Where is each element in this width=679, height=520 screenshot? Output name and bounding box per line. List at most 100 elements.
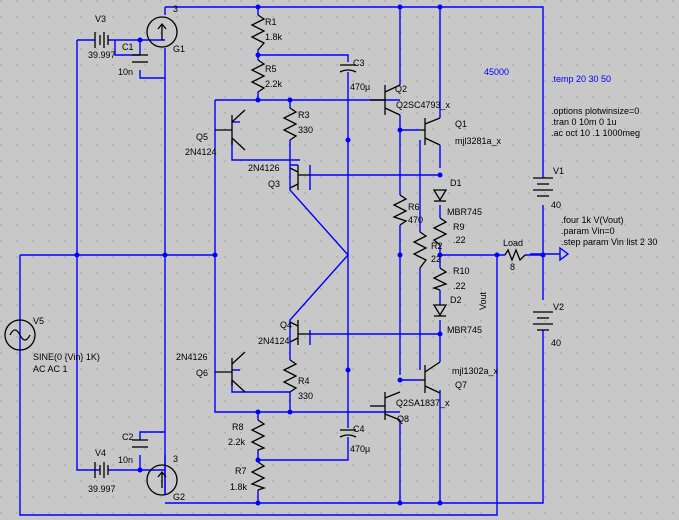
q5-name: Q5 bbox=[196, 132, 208, 142]
diode-d2[interactable] bbox=[432, 304, 448, 317]
c3-name: C3 bbox=[353, 58, 365, 68]
v3-name: V3 bbox=[95, 14, 106, 24]
r8-name: R8 bbox=[232, 422, 244, 432]
resistor-r6[interactable] bbox=[392, 194, 408, 226]
q4-value: 2N4124 bbox=[258, 336, 290, 346]
q3-value: 2N4126 bbox=[248, 163, 280, 173]
r10-name: R10 bbox=[453, 266, 470, 276]
q8-value: Q2SA1837_x bbox=[396, 398, 450, 408]
q1-value: mjl3281a_x bbox=[455, 136, 502, 146]
r2-name: R2 bbox=[431, 241, 443, 251]
wires bbox=[19, 6, 560, 516]
directive-tran: .tran 0 10m 0 1u bbox=[551, 117, 617, 127]
capacitor-c3[interactable] bbox=[339, 64, 357, 73]
q7-value: mjl1302a_x bbox=[452, 366, 499, 376]
r8-value: 2.2k bbox=[228, 437, 246, 447]
transistor-q3[interactable] bbox=[289, 165, 310, 190]
resistor-load[interactable] bbox=[504, 248, 526, 262]
directive-four: .four 1k V(Vout) bbox=[561, 215, 624, 225]
v5-value: SINE(0 {Vin} 1K) bbox=[33, 352, 100, 362]
r7-name: R7 bbox=[235, 466, 247, 476]
r3-value: 330 bbox=[298, 125, 313, 135]
capacitor-c4[interactable] bbox=[339, 429, 357, 438]
r6-name: R6 bbox=[408, 202, 420, 212]
transistor-q1[interactable] bbox=[420, 117, 441, 146]
resistor-r3[interactable] bbox=[282, 107, 298, 141]
resistor-r2[interactable] bbox=[412, 231, 428, 269]
current-source-g1[interactable] bbox=[146, 16, 178, 48]
resistor-r5[interactable] bbox=[250, 59, 266, 93]
v1-value: 40 bbox=[551, 200, 561, 210]
c1-name: C1 bbox=[122, 42, 134, 52]
r7-value: 1.8k bbox=[230, 482, 248, 492]
capacitor-c1[interactable] bbox=[132, 54, 148, 63]
resistor-r7[interactable] bbox=[250, 461, 267, 491]
q8-name: Q8 bbox=[397, 414, 409, 424]
q2-value: Q2SC4793_x bbox=[396, 100, 451, 110]
d1-value: MBR745 bbox=[447, 207, 482, 217]
output-port-arrow bbox=[559, 246, 570, 262]
junction-dots bbox=[74, 4, 546, 506]
r6-value: 470 bbox=[408, 215, 423, 225]
resistor-r4[interactable] bbox=[282, 359, 298, 393]
r10-value: .22 bbox=[453, 281, 466, 291]
q5-value: 2N4124 bbox=[185, 147, 217, 157]
g1-name: G1 bbox=[173, 44, 185, 54]
c2-name: C2 bbox=[122, 432, 134, 442]
c3-value: 470µ bbox=[350, 82, 370, 92]
q6-value: 2N4126 bbox=[176, 352, 208, 362]
directive-ac: .ac oct 10 .1 1000meg bbox=[551, 128, 640, 138]
c4-name: C4 bbox=[353, 424, 365, 434]
battery-v2[interactable] bbox=[533, 311, 553, 331]
q1-name: Q1 bbox=[455, 119, 467, 129]
capacitor-c2[interactable] bbox=[132, 439, 148, 448]
battery-v1[interactable] bbox=[533, 177, 553, 197]
v5-ac: AC AC 1 bbox=[33, 364, 68, 374]
r4-name: R4 bbox=[298, 376, 310, 386]
q4-name: Q4 bbox=[280, 320, 292, 330]
directive-temp: .temp 20 30 50 bbox=[551, 74, 611, 84]
v2-value: 40 bbox=[551, 338, 561, 348]
resistor-r10[interactable] bbox=[431, 267, 448, 291]
r1-value: 1.8k bbox=[265, 32, 283, 42]
diode-d1[interactable] bbox=[432, 189, 448, 202]
battery-v4[interactable] bbox=[94, 462, 109, 478]
resistor-r1[interactable] bbox=[250, 14, 266, 51]
v4-name: V4 bbox=[95, 448, 106, 458]
r2-value: 22 bbox=[431, 254, 441, 264]
r3-name: R3 bbox=[298, 110, 310, 120]
r9-name: R9 bbox=[453, 222, 465, 232]
transistor-q6[interactable] bbox=[215, 351, 246, 393]
transistor-q5[interactable] bbox=[215, 109, 246, 151]
r9-value: .22 bbox=[453, 235, 466, 245]
directive-step: .step param Vin list 2 30 bbox=[561, 237, 657, 247]
g2-name: G2 bbox=[173, 492, 185, 502]
resistor-r9[interactable] bbox=[432, 217, 448, 246]
sine-source-v5[interactable] bbox=[4, 319, 36, 351]
q7-name: Q7 bbox=[455, 380, 467, 390]
directive-param: .param Vin=0 bbox=[561, 226, 615, 236]
c4-value: 470µ bbox=[350, 444, 370, 454]
transistor-q7[interactable] bbox=[420, 361, 441, 394]
v5-name: V5 bbox=[33, 316, 44, 326]
current-source-g2[interactable] bbox=[146, 464, 178, 496]
v4-value: 39.997 bbox=[88, 484, 116, 494]
transistor-q4[interactable] bbox=[289, 320, 310, 345]
v1-name: V1 bbox=[553, 166, 564, 176]
v2-name: V2 bbox=[553, 302, 564, 312]
battery-v3[interactable] bbox=[94, 32, 109, 48]
vout-net-label: Vout bbox=[478, 291, 488, 310]
r4-value: 330 bbox=[298, 391, 313, 401]
c1-value: 10n bbox=[118, 67, 133, 77]
load-value: 8 bbox=[510, 262, 515, 272]
directive-options: .options plotwinsize=0 bbox=[551, 106, 639, 116]
q2-name: Q2 bbox=[395, 84, 407, 94]
transistor-q8[interactable] bbox=[370, 391, 401, 421]
r1-name: R1 bbox=[265, 17, 277, 27]
c2-value: 10n bbox=[118, 455, 133, 465]
resistor-r8[interactable] bbox=[250, 419, 266, 451]
transistor-q2[interactable] bbox=[370, 84, 401, 116]
